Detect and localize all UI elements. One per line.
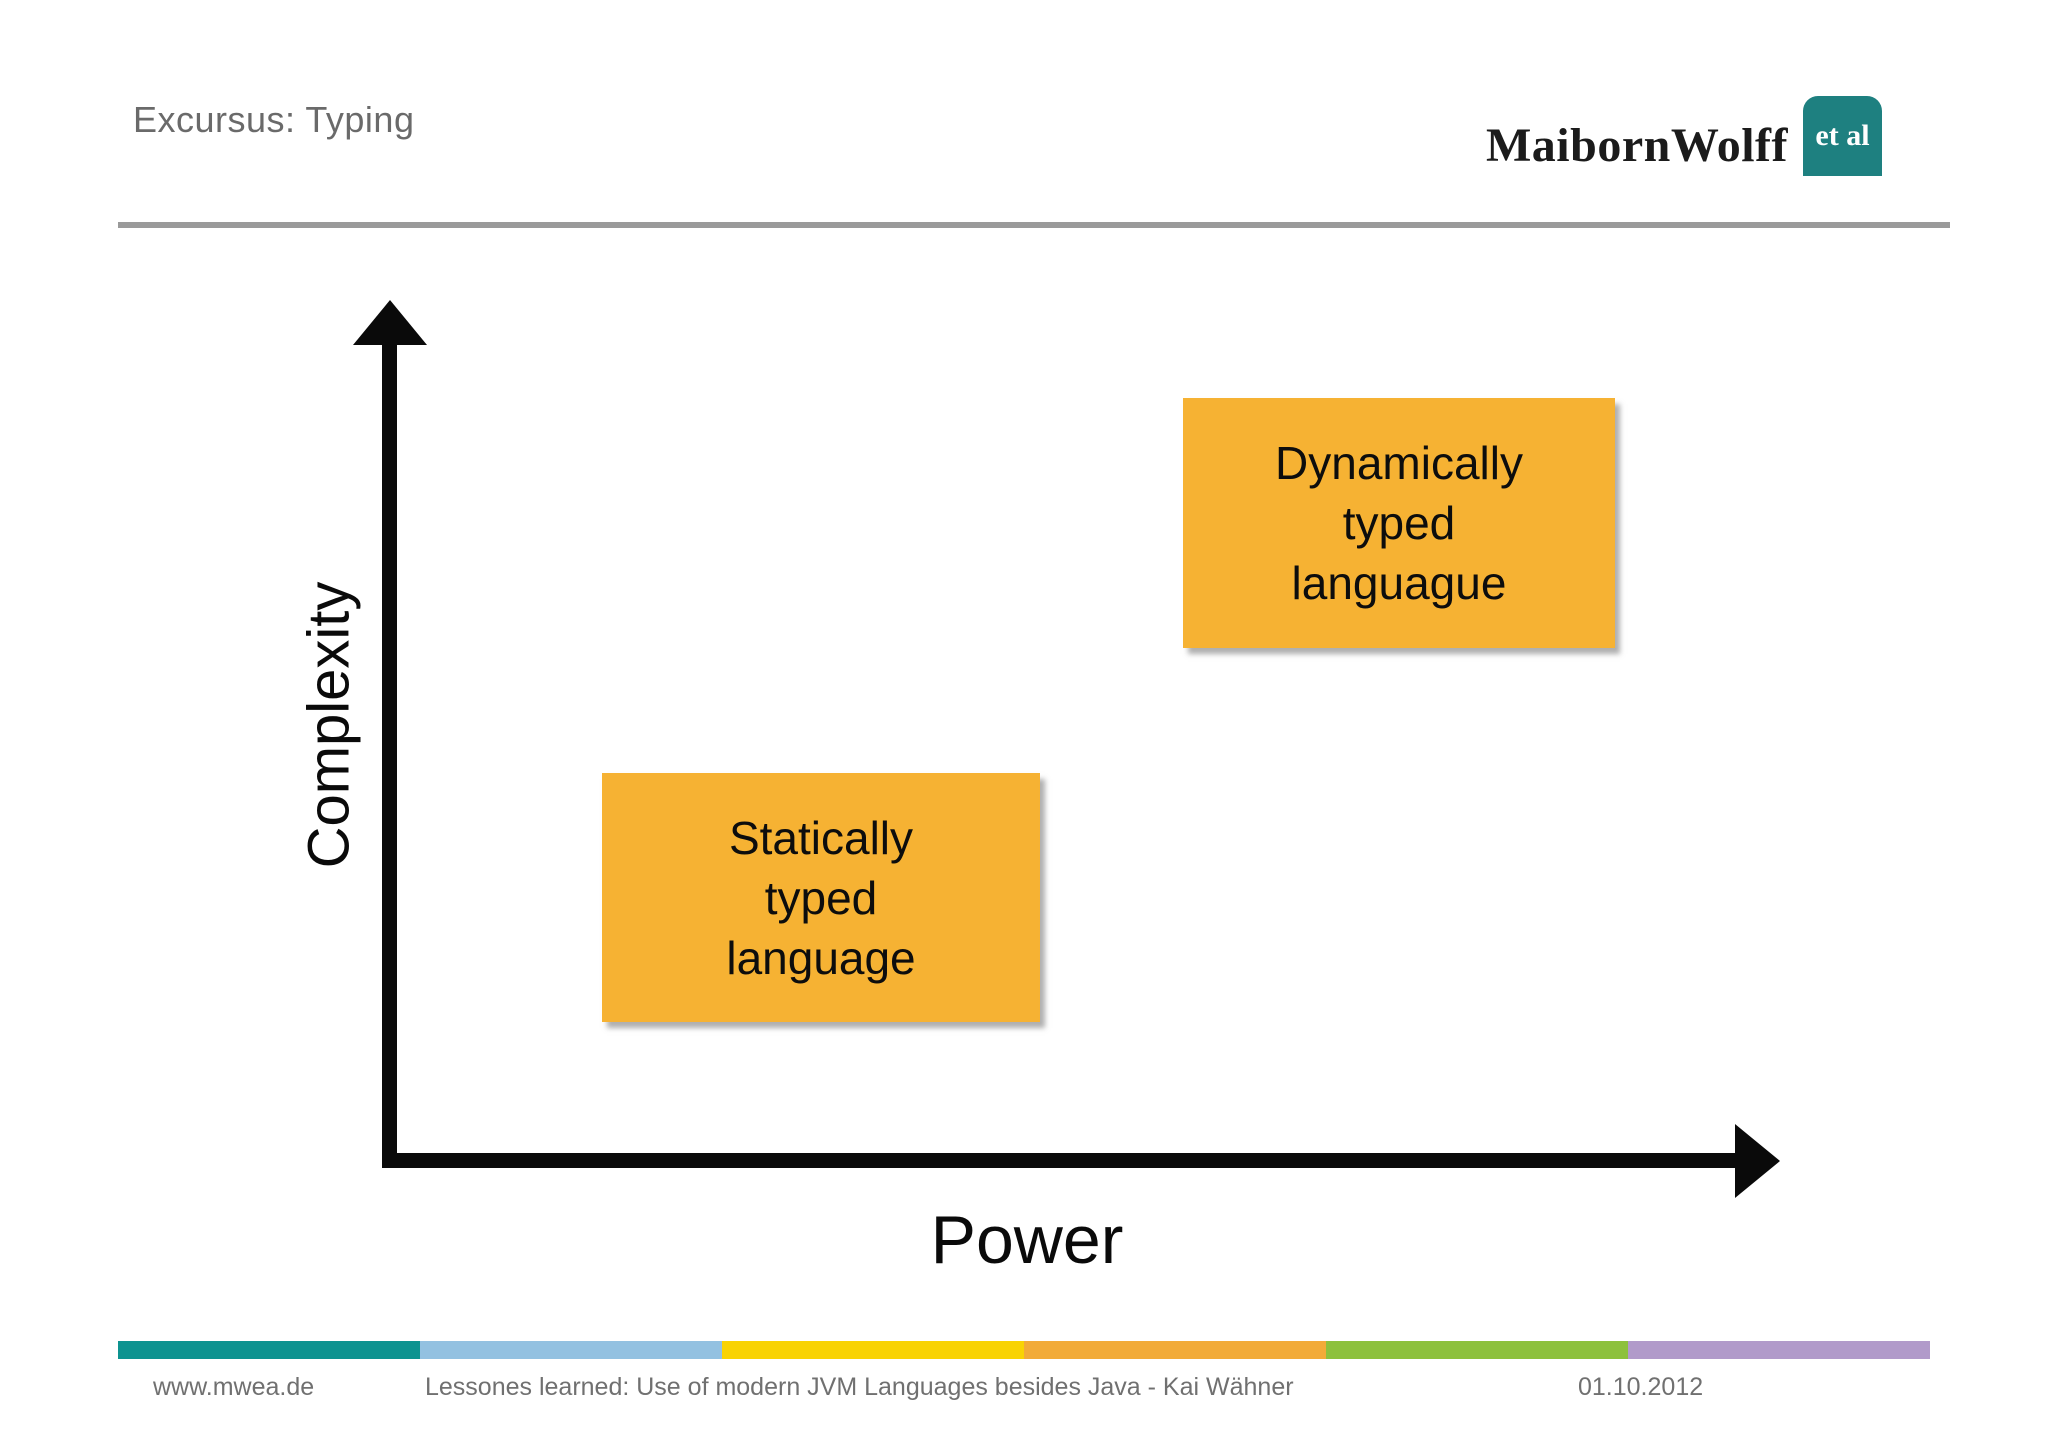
dynamically-typed-box: Dynamically typed languague — [1183, 398, 1615, 648]
y-axis-label: Complexity — [296, 581, 362, 869]
stripe-segment-orange — [1024, 1341, 1326, 1359]
box-line: languague — [1291, 557, 1507, 609]
logo-brand-text: MaibornWolff — [1486, 119, 1788, 172]
stripe-segment-blue — [420, 1341, 722, 1359]
footer-date: 01.10.2012 — [1578, 1373, 1704, 1401]
footer-caption: Lessones learned: Use of modern JVM Lang… — [425, 1373, 1294, 1401]
header-divider — [118, 222, 1950, 228]
maibornwolff-logo: MaibornWolff et al — [1486, 96, 1882, 176]
stripe-segment-teal — [118, 1341, 420, 1359]
logo-etal-badge: et al — [1803, 96, 1882, 176]
page-title: Excursus: Typing — [133, 99, 415, 140]
stripe-segment-purple — [1628, 1341, 1930, 1359]
box-line: language — [726, 931, 916, 984]
footer-website: www.mwea.de — [153, 1373, 315, 1401]
x-axis-label: Power — [930, 1202, 1124, 1278]
x-axis-arrowhead-icon — [1735, 1124, 1780, 1198]
y-axis-line — [382, 340, 397, 1168]
box-line: Statically — [728, 811, 914, 864]
statically-typed-box: Statically typed language — [602, 773, 1040, 1022]
footer-color-stripe — [118, 1341, 1930, 1359]
x-axis-line — [382, 1153, 1735, 1168]
box-line: typed — [764, 871, 878, 924]
stripe-segment-yellow — [722, 1341, 1024, 1359]
y-axis-arrowhead-icon — [353, 300, 427, 345]
box-line: typed — [1342, 497, 1456, 549]
box-line: Dynamically — [1275, 437, 1523, 489]
stripe-segment-green — [1326, 1341, 1628, 1359]
